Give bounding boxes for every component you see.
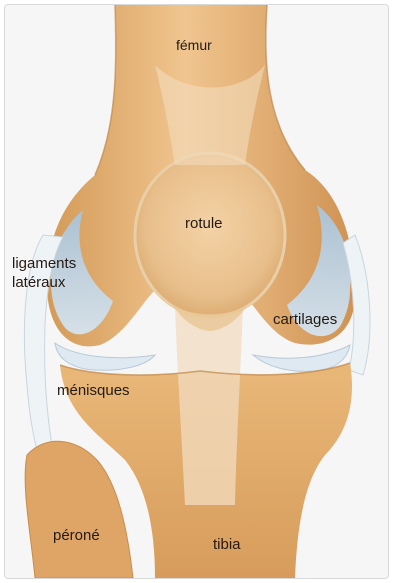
label-menisques: ménisques xyxy=(57,382,130,399)
label-perone: péroné xyxy=(53,527,100,544)
label-cartilages: cartilages xyxy=(273,311,337,328)
label-ligaments-line2: latéraux xyxy=(12,273,102,292)
patella xyxy=(135,153,285,317)
label-tibia: tibia xyxy=(213,536,241,553)
meniscus-left xyxy=(55,343,155,370)
label-ligaments-line1: ligaments xyxy=(12,254,102,273)
label-femur: fémur xyxy=(176,37,212,54)
patellar-tendon xyxy=(175,305,243,505)
label-ligaments: ligaments latéraux xyxy=(12,254,102,292)
label-rotule: rotule xyxy=(185,215,223,232)
diagram-frame: fémur rotule ligaments latéraux cartilag… xyxy=(4,4,389,579)
fibula-bone xyxy=(25,441,133,578)
